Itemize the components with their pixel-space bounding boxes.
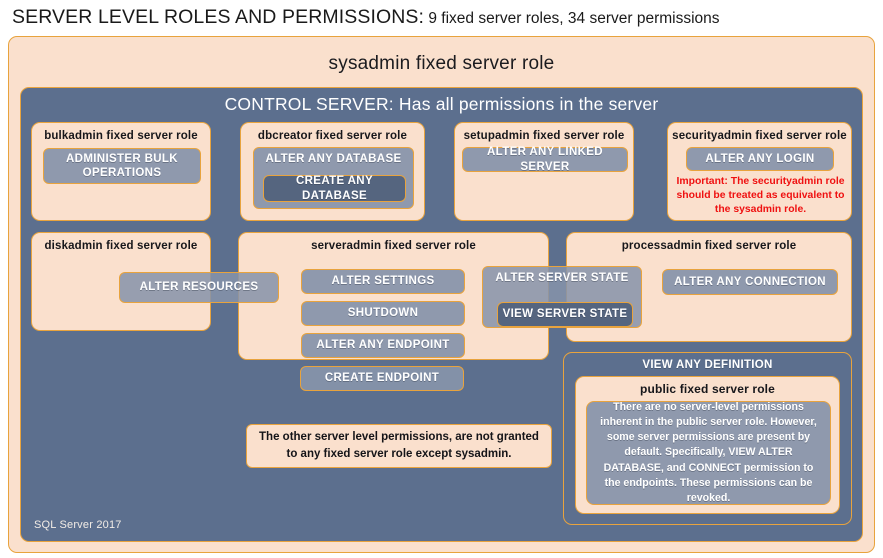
role-label-bulkadmin: bulkadmin fixed server role	[44, 130, 198, 142]
public-role-description: There are no server-level permissions in…	[586, 401, 831, 505]
role-box-setupadmin: setupadmin fixed server role ALTER ANY L…	[454, 122, 634, 221]
control-server-label: CONTROL SERVER: Has all permissions in t…	[224, 94, 659, 114]
role-box-dbcreator: dbcreator fixed server role ALTER ANY DA…	[240, 122, 425, 221]
role-label-diskadmin: diskadmin fixed server role	[44, 240, 198, 252]
permission-chip-view-server-state[interactable]: VIEW SERVER STATE	[497, 302, 633, 327]
role-box-bulkadmin: bulkadmin fixed server role ADMINISTER B…	[31, 122, 211, 221]
note-other-permissions: The other server level permissions, are …	[246, 424, 552, 468]
page-title-sub: 9 fixed server roles, 34 server permissi…	[424, 10, 720, 27]
role-label-setupadmin: setupadmin fixed server role	[463, 130, 625, 142]
sysadmin-role-label: sysadmin fixed server role	[328, 53, 555, 74]
permission-chip-alter-any-login[interactable]: ALTER ANY LOGIN	[686, 147, 834, 171]
role-box-serveradmin: serveradmin fixed server role ALTER SETT…	[238, 232, 549, 360]
role-label-serveradmin: serveradmin fixed server role	[311, 240, 476, 252]
permission-chip-create-endpoint[interactable]: CREATE ENDPOINT	[300, 366, 464, 391]
role-box-securityadmin: securityadmin fixed server role ALTER AN…	[667, 122, 852, 221]
role-label-public: public fixed server role	[640, 382, 775, 396]
role-box-public: public fixed server role There are no se…	[575, 376, 840, 514]
permission-chip-create-any-database[interactable]: CREATE ANY DATABASE	[263, 175, 406, 202]
permission-chip-view-any-definition[interactable]: VIEW ANY DEFINITION	[642, 359, 773, 371]
permission-chip-alter-settings[interactable]: ALTER SETTINGS	[301, 269, 465, 294]
permission-chip-alter-any-connection[interactable]: ALTER ANY CONNECTION	[662, 269, 838, 295]
securityadmin-warning-text: Important: The securityadmin role should…	[676, 176, 845, 215]
permission-chip-alter-resources[interactable]: ALTER RESOURCES	[119, 272, 279, 303]
role-label-processadmin: processadmin fixed server role	[621, 240, 797, 252]
product-version-label: SQL Server 2017	[34, 519, 122, 531]
permission-chip-alter-any-endpoint[interactable]: ALTER ANY ENDPOINT	[301, 333, 465, 358]
page-title-main: SERVER LEVEL ROLES AND PERMISSIONS:	[12, 6, 425, 28]
permission-chip-shutdown[interactable]: SHUTDOWN	[301, 301, 465, 326]
role-label-securityadmin: securityadmin fixed server role	[672, 130, 847, 142]
public-role-container: VIEW ANY DEFINITION public fixed server …	[563, 352, 852, 525]
page-title: SERVER LEVEL ROLES AND PERMISSIONS: 9 fi…	[12, 6, 872, 32]
permission-chip-alter-any-linked-server[interactable]: ALTER ANY LINKED SERVER	[462, 146, 628, 173]
permission-chip-administer-bulk-operations[interactable]: ADMINISTER BULK OPERATIONS	[43, 148, 201, 184]
role-label-dbcreator: dbcreator fixed server role	[257, 130, 408, 142]
